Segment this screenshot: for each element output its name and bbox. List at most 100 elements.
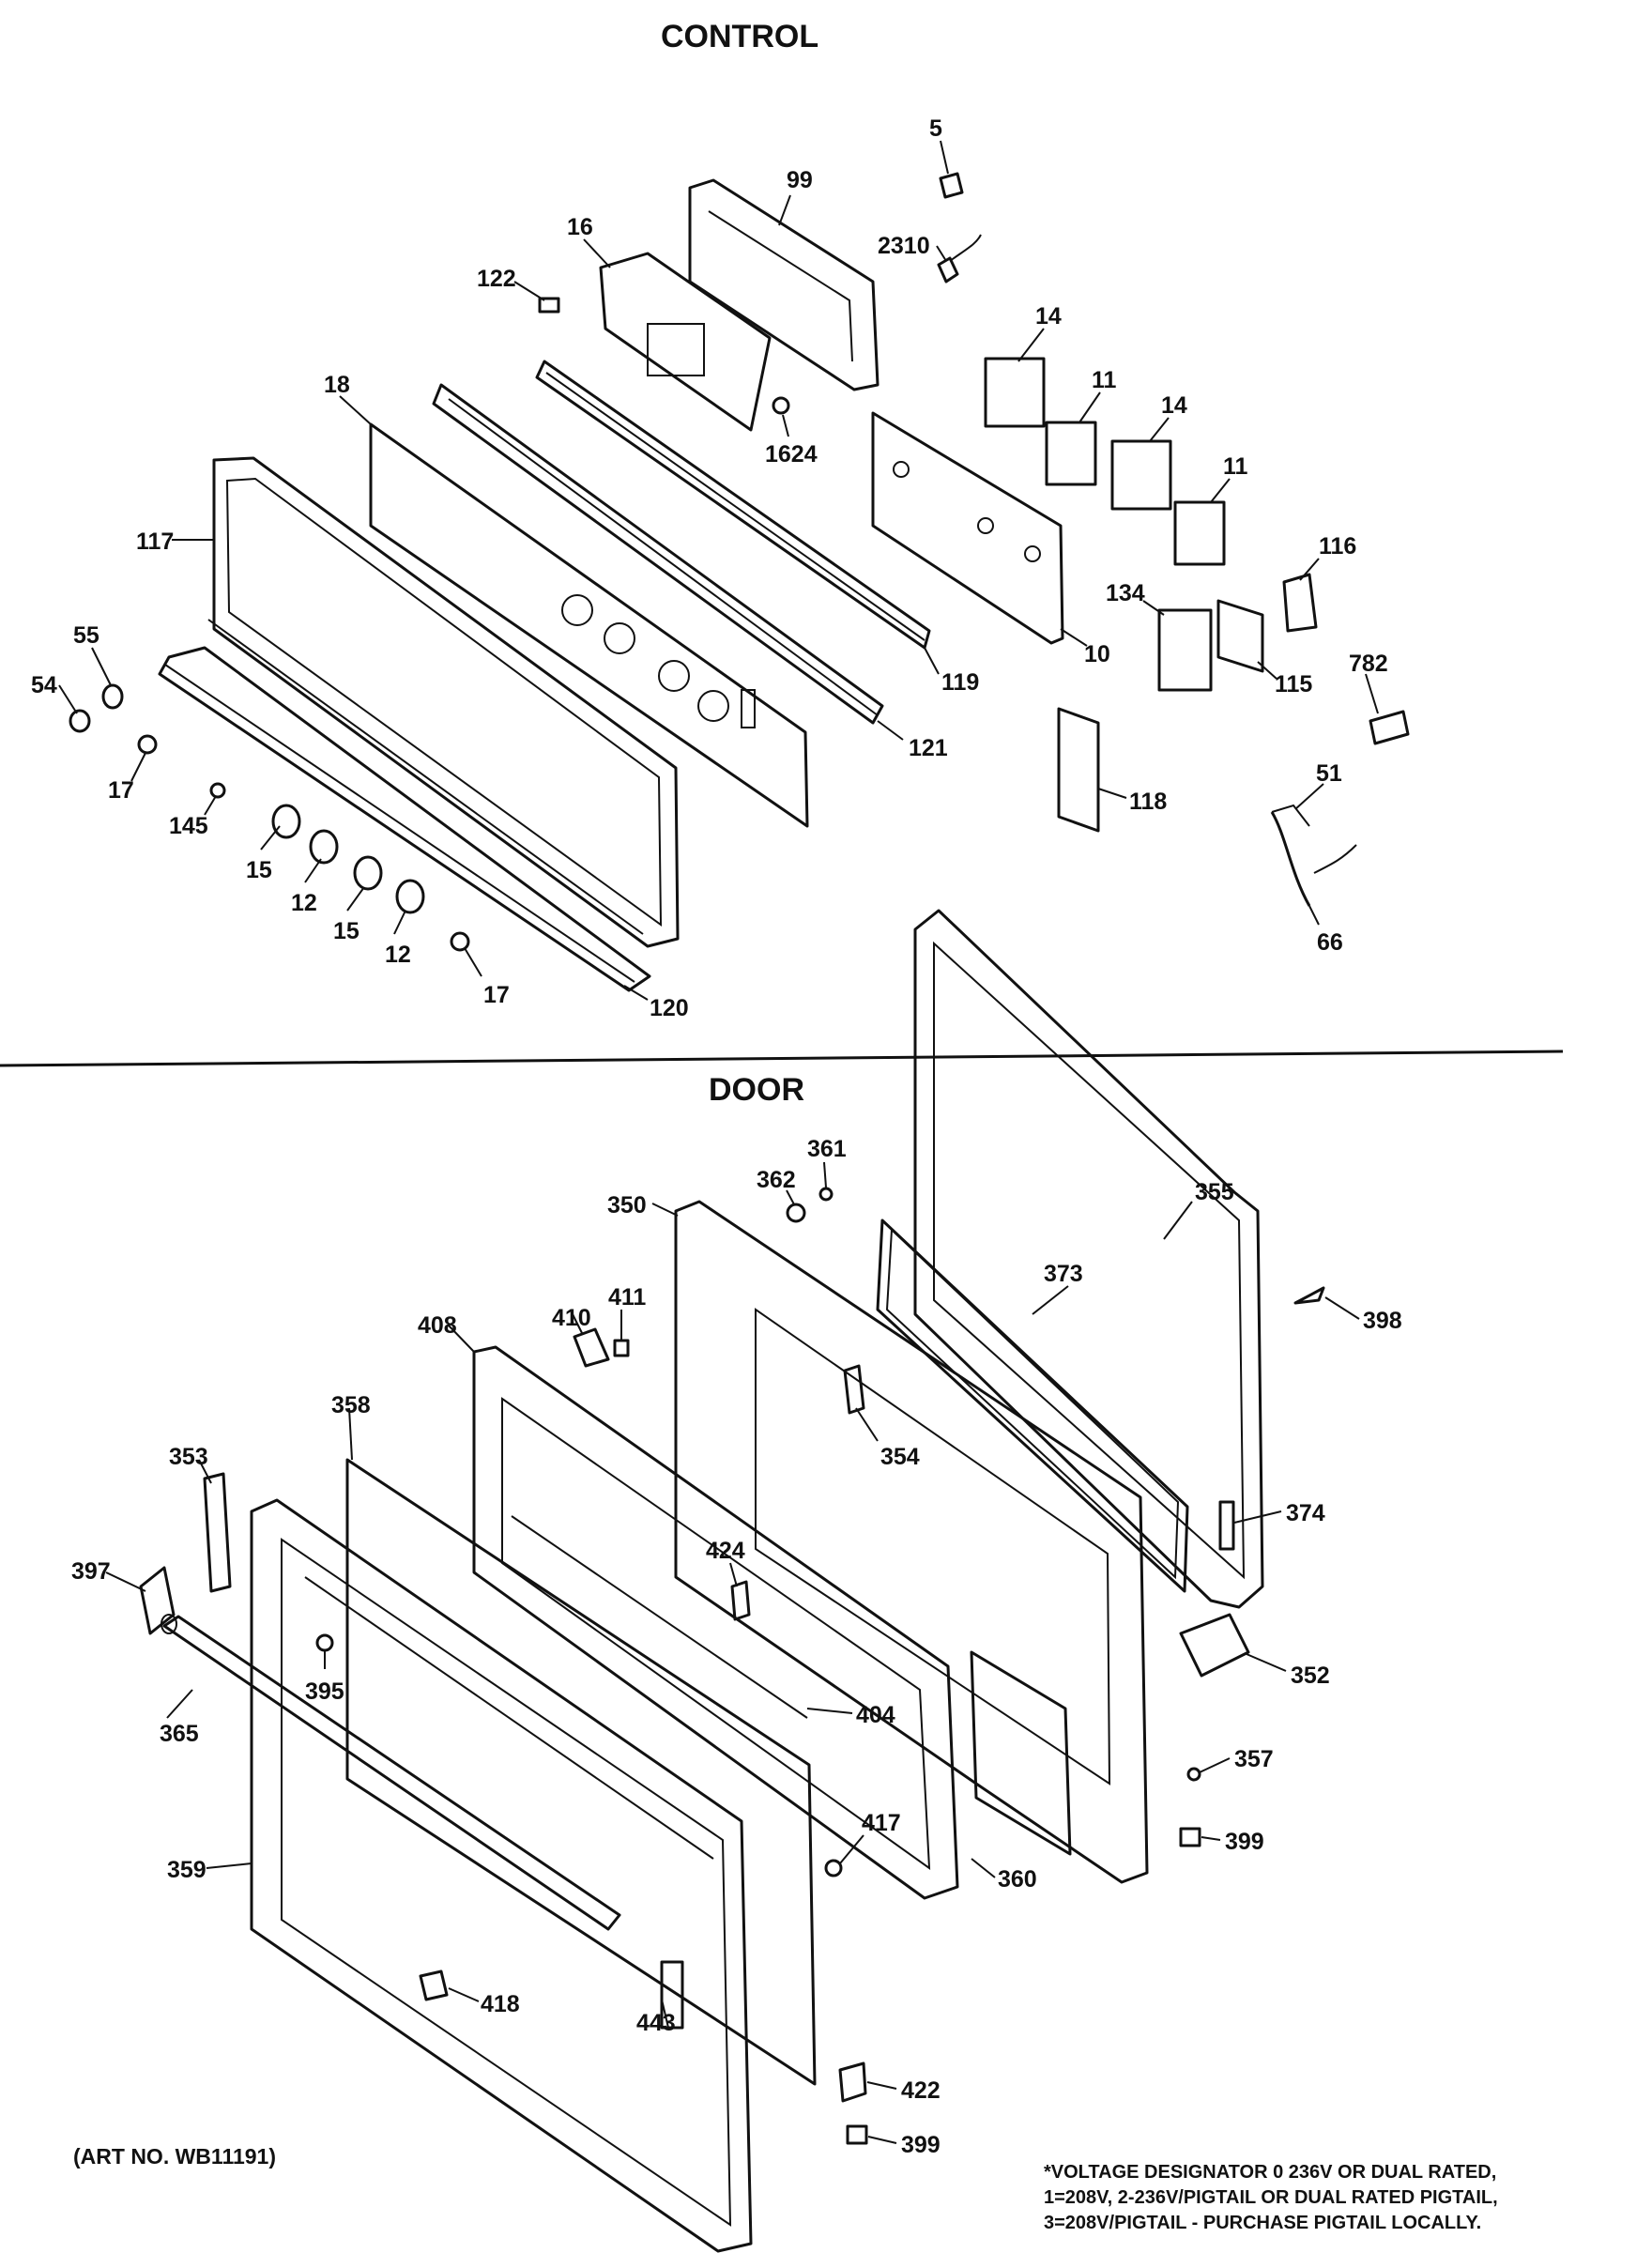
callout-117: 117 [136, 529, 174, 555]
callout-358: 358 [331, 1392, 371, 1418]
part-66-harness [1270, 811, 1311, 907]
callout-5: 5 [929, 115, 942, 142]
footnote-line-2: 1=208V, 2-236V/PIGTAIL OR DUAL RATED PIG… [1044, 2187, 1498, 2208]
part-365-handle [162, 1615, 621, 1931]
part-355-frame [913, 909, 1264, 1609]
callout-1624: 1624 [765, 441, 818, 467]
part-398-screw [1293, 1286, 1325, 1305]
callout-121: 121 [909, 735, 948, 761]
callout-443: 443 [636, 2010, 676, 2036]
callout-373: 373 [1044, 1261, 1083, 1287]
callout-353: 353 [169, 1444, 208, 1470]
callout-410: 410 [552, 1305, 591, 1331]
callout-11-b: 11 [1223, 453, 1248, 480]
part-54-lamp [69, 709, 91, 733]
part-55-lens [101, 683, 124, 710]
callout-10: 10 [1084, 641, 1110, 667]
callout-408: 408 [418, 1312, 457, 1339]
callout-352: 352 [1291, 1663, 1330, 1689]
callout-418: 418 [481, 1991, 520, 2017]
part-2310 [937, 256, 959, 284]
callout-361: 361 [807, 1136, 847, 1162]
part-11-switch-a [1045, 421, 1097, 486]
part-354-clip [843, 1364, 865, 1415]
section-divider [0, 1050, 1564, 1067]
part-353-bracket [203, 1472, 232, 1593]
callout-18: 18 [324, 372, 350, 398]
callout-14-a: 14 [1035, 303, 1062, 330]
part-10-bracket [871, 411, 1064, 645]
footnote-line-1: *VOLTAGE DESIGNATOR 0 236V OR DUAL RATED… [1044, 2162, 1496, 2183]
part-122 [538, 297, 560, 314]
callout-399-a: 399 [1225, 1829, 1264, 1855]
knob-15-a [271, 804, 301, 839]
part-373-glass [876, 1218, 1189, 1593]
callout-120: 120 [650, 995, 689, 1021]
part-417 [824, 1859, 843, 1878]
callout-395: 395 [305, 1678, 344, 1705]
part-357-screw [1186, 1767, 1201, 1782]
callout-404: 404 [856, 1702, 895, 1728]
callout-15-a: 15 [246, 857, 272, 883]
control-section-title: CONTROL [661, 19, 818, 54]
callout-17-b: 17 [483, 982, 510, 1008]
part-14-switch-a [984, 357, 1046, 428]
part-121-rail [432, 383, 884, 725]
callout-66: 66 [1317, 929, 1343, 956]
knob-12-a [309, 829, 339, 865]
part-17-screw-b [450, 931, 470, 952]
callout-365: 365 [160, 1721, 199, 1747]
leader-lines [58, 140, 1379, 2144]
part-120-trim [158, 646, 651, 992]
callout-122: 122 [477, 266, 516, 292]
callout-numbers: 5 99 16 2310 122 14 11 14 11 18 1624 117… [31, 115, 1402, 2158]
callout-362: 362 [757, 1167, 796, 1193]
callout-134: 134 [1106, 580, 1145, 606]
part-134 [1157, 608, 1213, 692]
part-17-screw-a [137, 734, 158, 755]
callout-118: 118 [1129, 789, 1167, 815]
part-395 [315, 1633, 334, 1652]
callout-411: 411 [608, 1284, 646, 1310]
callout-51: 51 [1316, 760, 1342, 787]
callout-357: 357 [1234, 1746, 1274, 1772]
callout-399-b: 399 [901, 2132, 941, 2158]
part-362-nut [786, 1203, 806, 1223]
callout-116: 116 [1319, 533, 1356, 559]
callout-145: 145 [169, 813, 208, 839]
part-16-bracket [599, 252, 772, 432]
part-115 [1216, 599, 1264, 673]
callout-350: 350 [607, 1192, 647, 1218]
part-408-panel [472, 1345, 959, 1900]
callout-54: 54 [31, 672, 57, 698]
knob-12-b [395, 879, 425, 914]
callout-17-a: 17 [108, 777, 134, 804]
callout-782: 782 [1349, 651, 1388, 677]
callout-12-b: 12 [385, 942, 411, 968]
callout-14-b: 14 [1161, 392, 1187, 419]
part-5 [939, 172, 964, 199]
callout-360: 360 [998, 1866, 1037, 1893]
part-360-liner [970, 1650, 1072, 1856]
part-350-inner-door [674, 1200, 1149, 1884]
callout-2310: 2310 [878, 233, 930, 259]
callout-374: 374 [1286, 1500, 1325, 1526]
part-782 [1369, 710, 1410, 745]
part-411 [613, 1339, 630, 1357]
part-410 [573, 1327, 610, 1368]
part-443 [660, 1960, 684, 2030]
callout-398: 398 [1363, 1308, 1402, 1334]
callout-359: 359 [167, 1857, 206, 1883]
callout-119: 119 [941, 669, 979, 696]
part-99-bracket [688, 178, 880, 391]
part-358-glass [345, 1458, 817, 2086]
callout-12-a: 12 [291, 890, 317, 916]
part-374 [1218, 1500, 1235, 1551]
part-424-clip [730, 1580, 751, 1621]
art-number: (ART NO. WB11191) [73, 2144, 276, 2169]
part-361-screw [818, 1187, 834, 1202]
part-399-a [1179, 1827, 1201, 1847]
callout-15-b: 15 [333, 918, 359, 944]
door-assembly [139, 909, 1325, 2253]
